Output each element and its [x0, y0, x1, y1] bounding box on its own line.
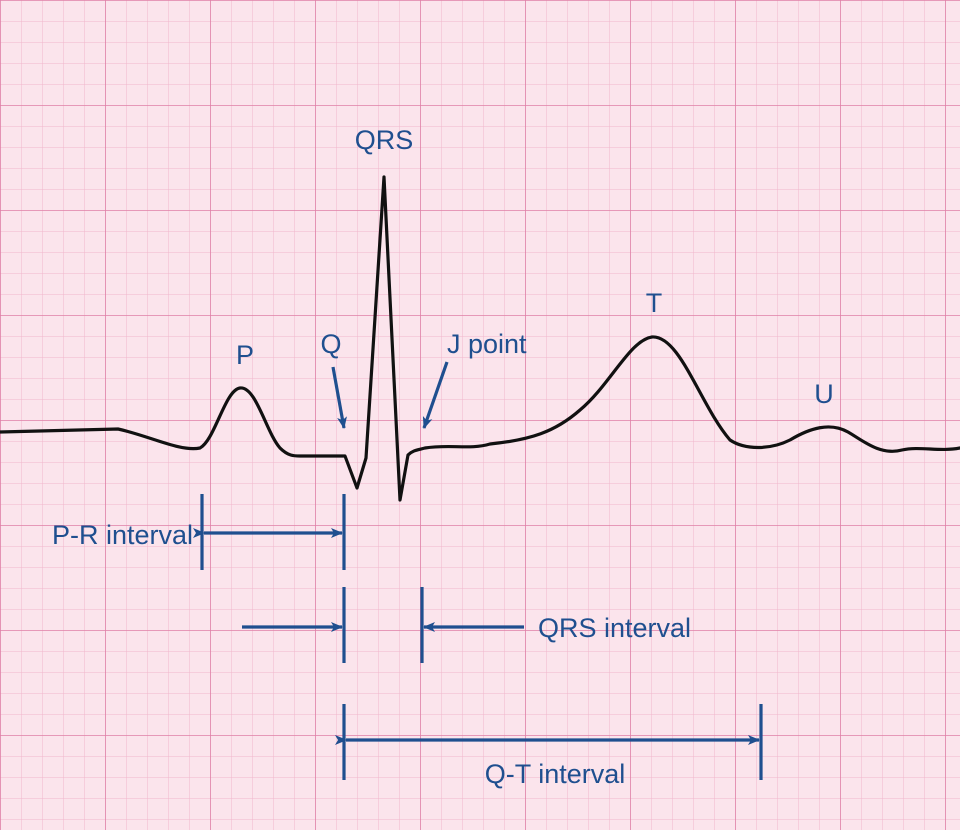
u-wave-label: U: [814, 379, 834, 409]
qrs-label: QRS: [355, 125, 414, 155]
q-pointer-arrow: [331, 366, 347, 429]
j-point-pointer-arrow: [422, 361, 449, 429]
pr-interval-marker: [193, 494, 346, 570]
ecg-trace: [0, 175, 960, 502]
pr-interval-label: P-R interval: [52, 520, 193, 550]
p-wave-label: P: [236, 340, 254, 370]
qt-interval-marker: [335, 704, 763, 780]
t-wave-label: T: [646, 288, 663, 318]
qrs-interval-label: QRS interval: [538, 613, 691, 643]
qrs-interval-marker: [242, 587, 524, 663]
j-point-label: J point: [447, 329, 527, 359]
q-wave-label: Q: [320, 329, 341, 359]
qt-interval-label: Q-T interval: [485, 759, 626, 789]
